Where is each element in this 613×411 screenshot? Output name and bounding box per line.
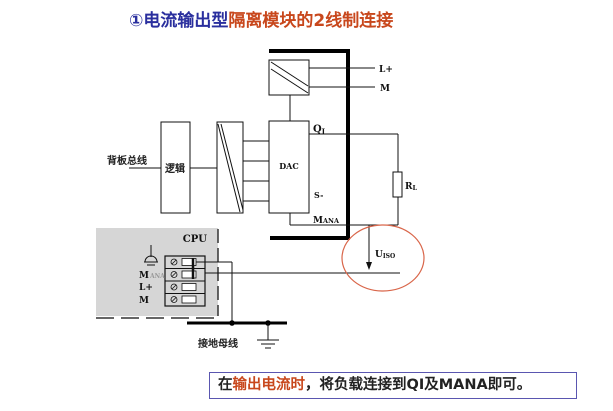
note-highlight: 输出电流时 bbox=[232, 377, 306, 393]
slide-title: ①电流输出型隔离模块的2线制连接 bbox=[129, 6, 393, 31]
dac-label: DAC bbox=[279, 161, 299, 171]
signal-isolation-diagonal-2 bbox=[220, 123, 244, 211]
highlight-circle bbox=[341, 224, 425, 292]
logic-box bbox=[160, 121, 191, 214]
s-minus-label: S- bbox=[314, 190, 323, 200]
signal-isolation-diagonal-1 bbox=[217, 123, 241, 213]
terminal-3 bbox=[170, 283, 197, 291]
cpu-terminal-label-lplus: L+ bbox=[139, 283, 153, 293]
isolation-diagonal-1 bbox=[270, 61, 309, 87]
backplane-bus-label: 背板总线 bbox=[107, 154, 147, 167]
cpu-terminal-label-mana: MANA bbox=[139, 271, 165, 281]
uiso-label: UISO bbox=[375, 250, 395, 260]
lplus-label: L+ bbox=[379, 65, 393, 75]
rl-label: RL bbox=[405, 182, 417, 192]
note-prefix: 在 bbox=[218, 377, 233, 393]
logic-label: 逻辑 bbox=[165, 162, 185, 175]
qi-label: QI bbox=[313, 124, 325, 136]
cpu-label: CPU bbox=[183, 234, 207, 245]
cpu-terminal-block bbox=[164, 255, 206, 307]
chassis-ground-icon bbox=[144, 245, 158, 266]
isolation-diagonal-2 bbox=[270, 68, 309, 94]
note-box: 在输出电流时，将负载连接到QI及MANA即可。 bbox=[209, 372, 577, 399]
uiso-arrow-head bbox=[366, 262, 372, 270]
load-resistor bbox=[392, 171, 403, 198]
dac-box bbox=[268, 120, 310, 214]
title-part-blue: 电流输出型 bbox=[143, 11, 229, 31]
m-label: M bbox=[380, 84, 390, 94]
mana-label: MANA bbox=[313, 216, 340, 226]
ground-bus-label: 接地母线 bbox=[198, 337, 238, 350]
junction-dot-1 bbox=[229, 320, 235, 326]
cpu-terminal-label-m: M bbox=[139, 296, 149, 306]
earth-ground-icon bbox=[257, 323, 279, 349]
note-suffix: ，将负载连接到QI及MANA即可。 bbox=[305, 377, 532, 393]
title-number: ① bbox=[129, 11, 144, 31]
title-part-red: 隔离模块的2线制连接 bbox=[228, 11, 394, 31]
terminal-2 bbox=[170, 270, 197, 279]
terminal-1 bbox=[170, 258, 197, 266]
terminal-4 bbox=[170, 295, 197, 304]
